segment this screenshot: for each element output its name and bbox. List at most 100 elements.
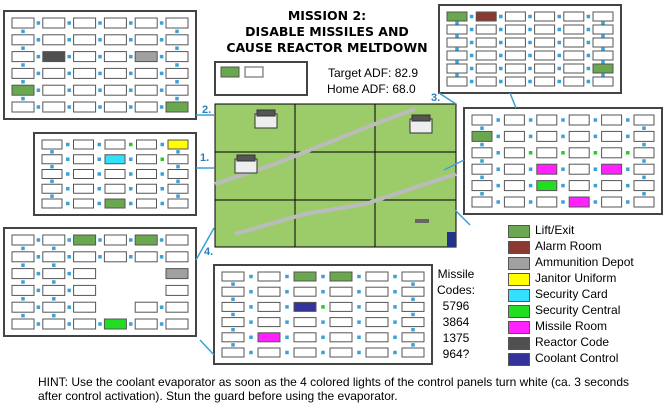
corridor-dot — [176, 194, 180, 198]
room — [365, 271, 389, 282]
corridor-dot — [175, 96, 179, 101]
corridor-dot — [469, 53, 474, 58]
room — [446, 11, 468, 22]
room — [563, 24, 585, 35]
room — [504, 63, 526, 74]
room — [42, 268, 66, 280]
legend-label: Coolant Control — [535, 351, 619, 365]
corridor-dot — [528, 27, 532, 32]
corridor-dot — [480, 142, 484, 147]
corridor-dot — [455, 21, 459, 25]
corridor-dot — [50, 194, 54, 198]
corridor-dot — [469, 40, 474, 45]
room — [11, 34, 35, 46]
room — [134, 84, 158, 96]
corridor-dot — [601, 21, 605, 25]
code-4: 964? — [442, 347, 470, 361]
corridor-dot — [67, 88, 71, 92]
corridor-dot — [393, 320, 397, 324]
room — [73, 67, 97, 79]
corridor-dot — [469, 66, 474, 71]
room — [536, 114, 558, 126]
corridor-dot — [176, 150, 180, 154]
room — [73, 284, 97, 296]
room — [401, 271, 425, 282]
room — [167, 139, 189, 150]
room — [563, 37, 585, 48]
corridor-dot — [593, 200, 598, 204]
building-roof — [256, 109, 276, 117]
room — [103, 67, 127, 79]
room — [221, 317, 245, 328]
corridor-dot — [98, 255, 102, 259]
room — [165, 301, 189, 313]
room — [11, 284, 35, 296]
room — [42, 17, 66, 29]
corridor-dot — [593, 151, 598, 155]
aircraft — [415, 219, 429, 223]
room — [11, 17, 35, 29]
corridor-dot — [586, 40, 591, 45]
room — [293, 286, 317, 297]
room — [257, 301, 281, 312]
room — [504, 11, 526, 22]
room — [73, 154, 94, 165]
room — [134, 51, 158, 63]
room — [633, 163, 655, 175]
room — [563, 63, 585, 74]
target-adf: Target ADF: 82.9 — [328, 66, 419, 80]
corridor-dot — [129, 54, 133, 59]
legend-label: Reactor Code — [535, 335, 610, 349]
room — [104, 154, 126, 165]
room — [633, 196, 655, 208]
corridor-dot — [499, 40, 503, 45]
room — [633, 114, 655, 126]
room — [134, 101, 158, 113]
room — [257, 332, 281, 343]
corridor-dot — [97, 201, 101, 206]
map-panel — [463, 107, 663, 215]
room — [103, 318, 127, 330]
corridor-dot — [357, 305, 361, 309]
room — [563, 50, 585, 61]
corridor-dot — [231, 327, 235, 332]
room — [136, 183, 157, 194]
corridor-dot — [499, 53, 503, 58]
corridor-dot — [160, 172, 164, 176]
room — [41, 139, 63, 150]
room — [165, 318, 189, 330]
corridor-dot — [496, 183, 500, 188]
corridor-dot — [159, 305, 164, 309]
room — [165, 67, 189, 79]
room — [134, 17, 158, 29]
corridor-dot — [98, 71, 102, 76]
corridor-dot — [528, 167, 533, 171]
corridor-dot — [98, 54, 102, 59]
corridor-dot — [160, 187, 164, 191]
map-panel — [3, 10, 197, 120]
corridor-dot — [160, 157, 164, 161]
room — [633, 130, 655, 142]
corridor-dot — [175, 80, 179, 84]
building-roof — [411, 114, 431, 122]
corridor-dot — [321, 274, 325, 279]
corridor-dot — [496, 200, 500, 204]
corridor-dot — [455, 73, 459, 77]
room — [11, 84, 35, 96]
corridor-dot — [528, 40, 532, 45]
corridor-dot — [67, 38, 71, 42]
corridor-dot — [159, 38, 164, 42]
room — [329, 317, 353, 328]
corridor-dot — [66, 201, 70, 206]
corridor-dot — [586, 14, 591, 19]
corridor-dot — [496, 118, 500, 122]
corridor-dot — [36, 271, 41, 276]
room — [42, 67, 66, 79]
room — [475, 37, 497, 48]
corridor-dot — [36, 105, 41, 109]
room — [104, 169, 126, 179]
room — [293, 332, 317, 343]
room — [11, 101, 35, 113]
room — [329, 332, 353, 343]
room — [503, 147, 525, 159]
